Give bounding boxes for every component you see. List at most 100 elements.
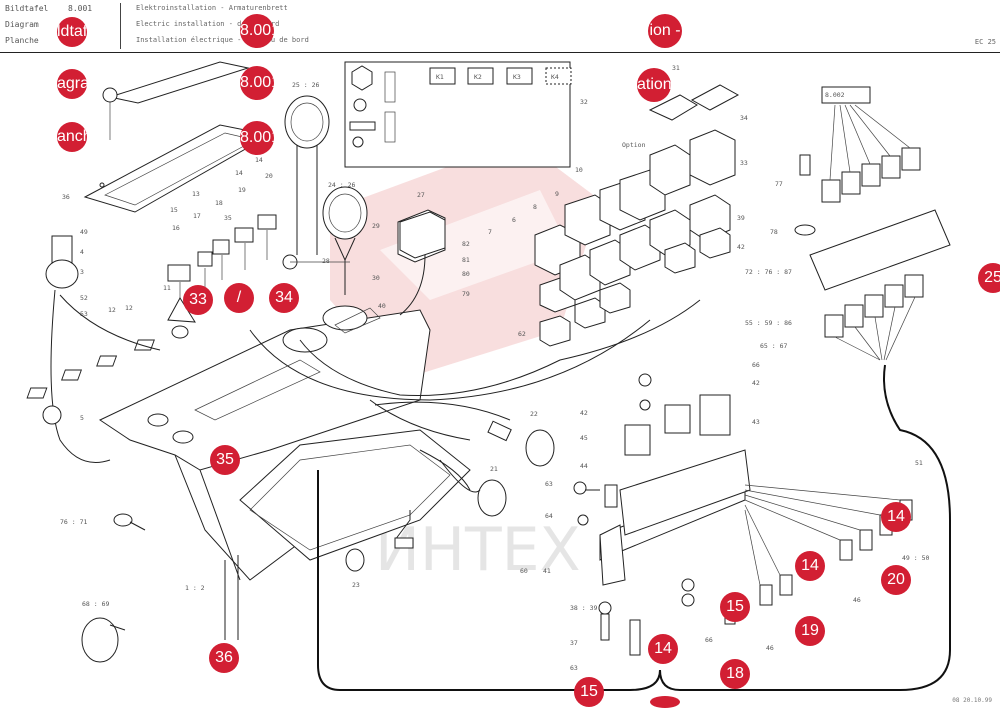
pn-4: 4 xyxy=(80,248,84,256)
pn-52: 52 xyxy=(80,294,88,302)
pn-46-b: 46 xyxy=(766,644,774,652)
pn-7: 7 xyxy=(488,228,492,236)
pn-82: 82 xyxy=(462,240,470,248)
pn-19: 19 xyxy=(238,186,246,194)
ignition-switch xyxy=(42,235,161,463)
pn-14-a: 14 xyxy=(235,169,243,177)
pn-16: 16 xyxy=(172,224,180,232)
pn-30: 30 xyxy=(372,274,380,282)
pn-3: 3 xyxy=(80,268,84,276)
pn-8002: 8.002 xyxy=(825,91,845,99)
hotspot-partial-bottom[interactable] xyxy=(650,696,680,708)
pn-39: 39 xyxy=(737,214,745,222)
pn-80: 80 xyxy=(462,270,470,278)
pn-42-a: 42 xyxy=(737,243,745,251)
hotspot-ldtaf[interactable]: ldtaf xyxy=(57,17,87,47)
pn-k4: K4 xyxy=(551,73,559,81)
hotspot-ation[interactable]: ation xyxy=(637,68,671,102)
pn-68-69: 68 : 69 xyxy=(82,600,109,608)
pn-63-b: 63 xyxy=(570,664,578,672)
fuse-holder-row-2 xyxy=(824,274,924,338)
part-number-callouts: 25 : 26 24 : 26 27 28 29 30 31 32 34 33 … xyxy=(60,64,929,672)
pn-53: 53 xyxy=(80,310,88,318)
label-bildtafel: Bildtafel xyxy=(5,4,49,13)
pn-15: 15 xyxy=(170,206,178,214)
pn-46-a: 46 xyxy=(853,596,861,604)
pn-79: 79 xyxy=(462,290,470,298)
pn-38-39: 38 : 39 xyxy=(570,604,597,612)
hotspot-14-b[interactable]: 14 xyxy=(795,551,825,581)
hotspot-8001-header[interactable]: 8.001 xyxy=(240,14,274,48)
hotspot-19[interactable]: 19 xyxy=(795,616,825,646)
pn-76-71: 76 : 71 xyxy=(60,518,87,526)
fuse-block xyxy=(573,373,913,656)
pn-51: 51 xyxy=(915,459,923,467)
pn-k1: K1 xyxy=(436,73,444,81)
hotspot-36[interactable]: 36 xyxy=(209,643,239,673)
hotspot-8001-b[interactable]: 8.001 xyxy=(240,121,274,155)
hotspot-18[interactable]: 18 xyxy=(720,659,750,689)
pn-45: 45 xyxy=(580,434,588,442)
pn-36: 36 xyxy=(62,193,70,201)
pn-42-c: 42 xyxy=(580,409,588,417)
hotspot-14-a[interactable]: 14 xyxy=(881,502,911,532)
hotspot-25[interactable]: 25 xyxy=(978,263,1000,293)
pn-29: 29 xyxy=(372,222,380,230)
title-block: Bildtafel Diagram Planche 8.001 Elektroi… xyxy=(0,0,1000,53)
pn-20: 20 xyxy=(265,172,273,180)
pn-13: 13 xyxy=(192,190,200,198)
pn-43: 43 xyxy=(752,418,760,426)
pn-65-67: 65 : 67 xyxy=(760,342,787,350)
pn-12: 12 xyxy=(125,304,133,312)
hotspot-8001-a[interactable]: 8.001 xyxy=(240,66,274,100)
pn-5: 5 xyxy=(80,414,84,422)
pn-k3: K3 xyxy=(513,73,521,81)
pn-63-a: 63 xyxy=(545,480,553,488)
pn-44: 44 xyxy=(580,462,588,470)
pn-9: 9 xyxy=(555,190,559,198)
pn-49: 49 xyxy=(80,228,88,236)
pn-49-50: 49 : 50 xyxy=(902,554,929,562)
hotspot-ion[interactable]: ion - xyxy=(648,14,682,48)
pn-41: 41 xyxy=(543,567,551,575)
hotspot-35[interactable]: 35 xyxy=(210,445,240,475)
pn-1-2: 1 : 2 xyxy=(185,584,205,592)
gauges xyxy=(282,95,368,295)
pn-11: 11 xyxy=(163,284,171,292)
pn-24-26: 24 : 26 xyxy=(328,181,355,189)
hotspot-20[interactable]: 20 xyxy=(881,565,911,595)
title-german: Elektroinstallation - Armaturenbrett xyxy=(136,4,288,12)
model-code: EC 25 xyxy=(974,38,996,46)
pn-8: 8 xyxy=(533,203,537,211)
pn-22: 22 xyxy=(530,410,538,418)
hotspot-14-c[interactable]: 14 xyxy=(648,634,678,664)
pn-21: 21 xyxy=(490,465,498,473)
pn-33: 33 xyxy=(740,159,748,167)
pn-60: 60 xyxy=(520,567,528,575)
pn-28: 28 xyxy=(322,257,330,265)
misc-parts xyxy=(81,513,146,663)
pn-72-76-87: 72 : 76 : 87 xyxy=(745,268,792,276)
footer-date: 08 20.10.99 xyxy=(952,697,992,704)
pn-12-b: 12 xyxy=(108,306,116,314)
pn-31: 31 xyxy=(672,64,680,72)
hotspot-33[interactable]: 33 xyxy=(183,285,213,315)
pn-18: 18 xyxy=(215,199,223,207)
pn-option: Option xyxy=(622,141,646,149)
hotspot-agra[interactable]: agra xyxy=(57,69,87,99)
hotspot-15-b[interactable]: 15 xyxy=(574,677,604,707)
pn-78: 78 xyxy=(770,228,778,236)
hotspot-anch[interactable]: anch xyxy=(57,122,87,152)
pn-62: 62 xyxy=(518,330,526,338)
title-separator xyxy=(120,3,121,49)
hotspot-15-a[interactable]: 15 xyxy=(720,592,750,622)
hotspot-slash[interactable]: / xyxy=(224,283,254,313)
fuse-strips xyxy=(759,499,913,606)
fuse-holders-8002 xyxy=(794,86,951,361)
connector-27 xyxy=(399,211,446,316)
pn-55-59-86: 55 : 59 : 86 xyxy=(745,319,792,327)
pn-6: 6 xyxy=(512,216,516,224)
hotspot-34[interactable]: 34 xyxy=(269,283,299,313)
relay-box xyxy=(344,61,572,168)
pn-77: 77 xyxy=(775,180,783,188)
